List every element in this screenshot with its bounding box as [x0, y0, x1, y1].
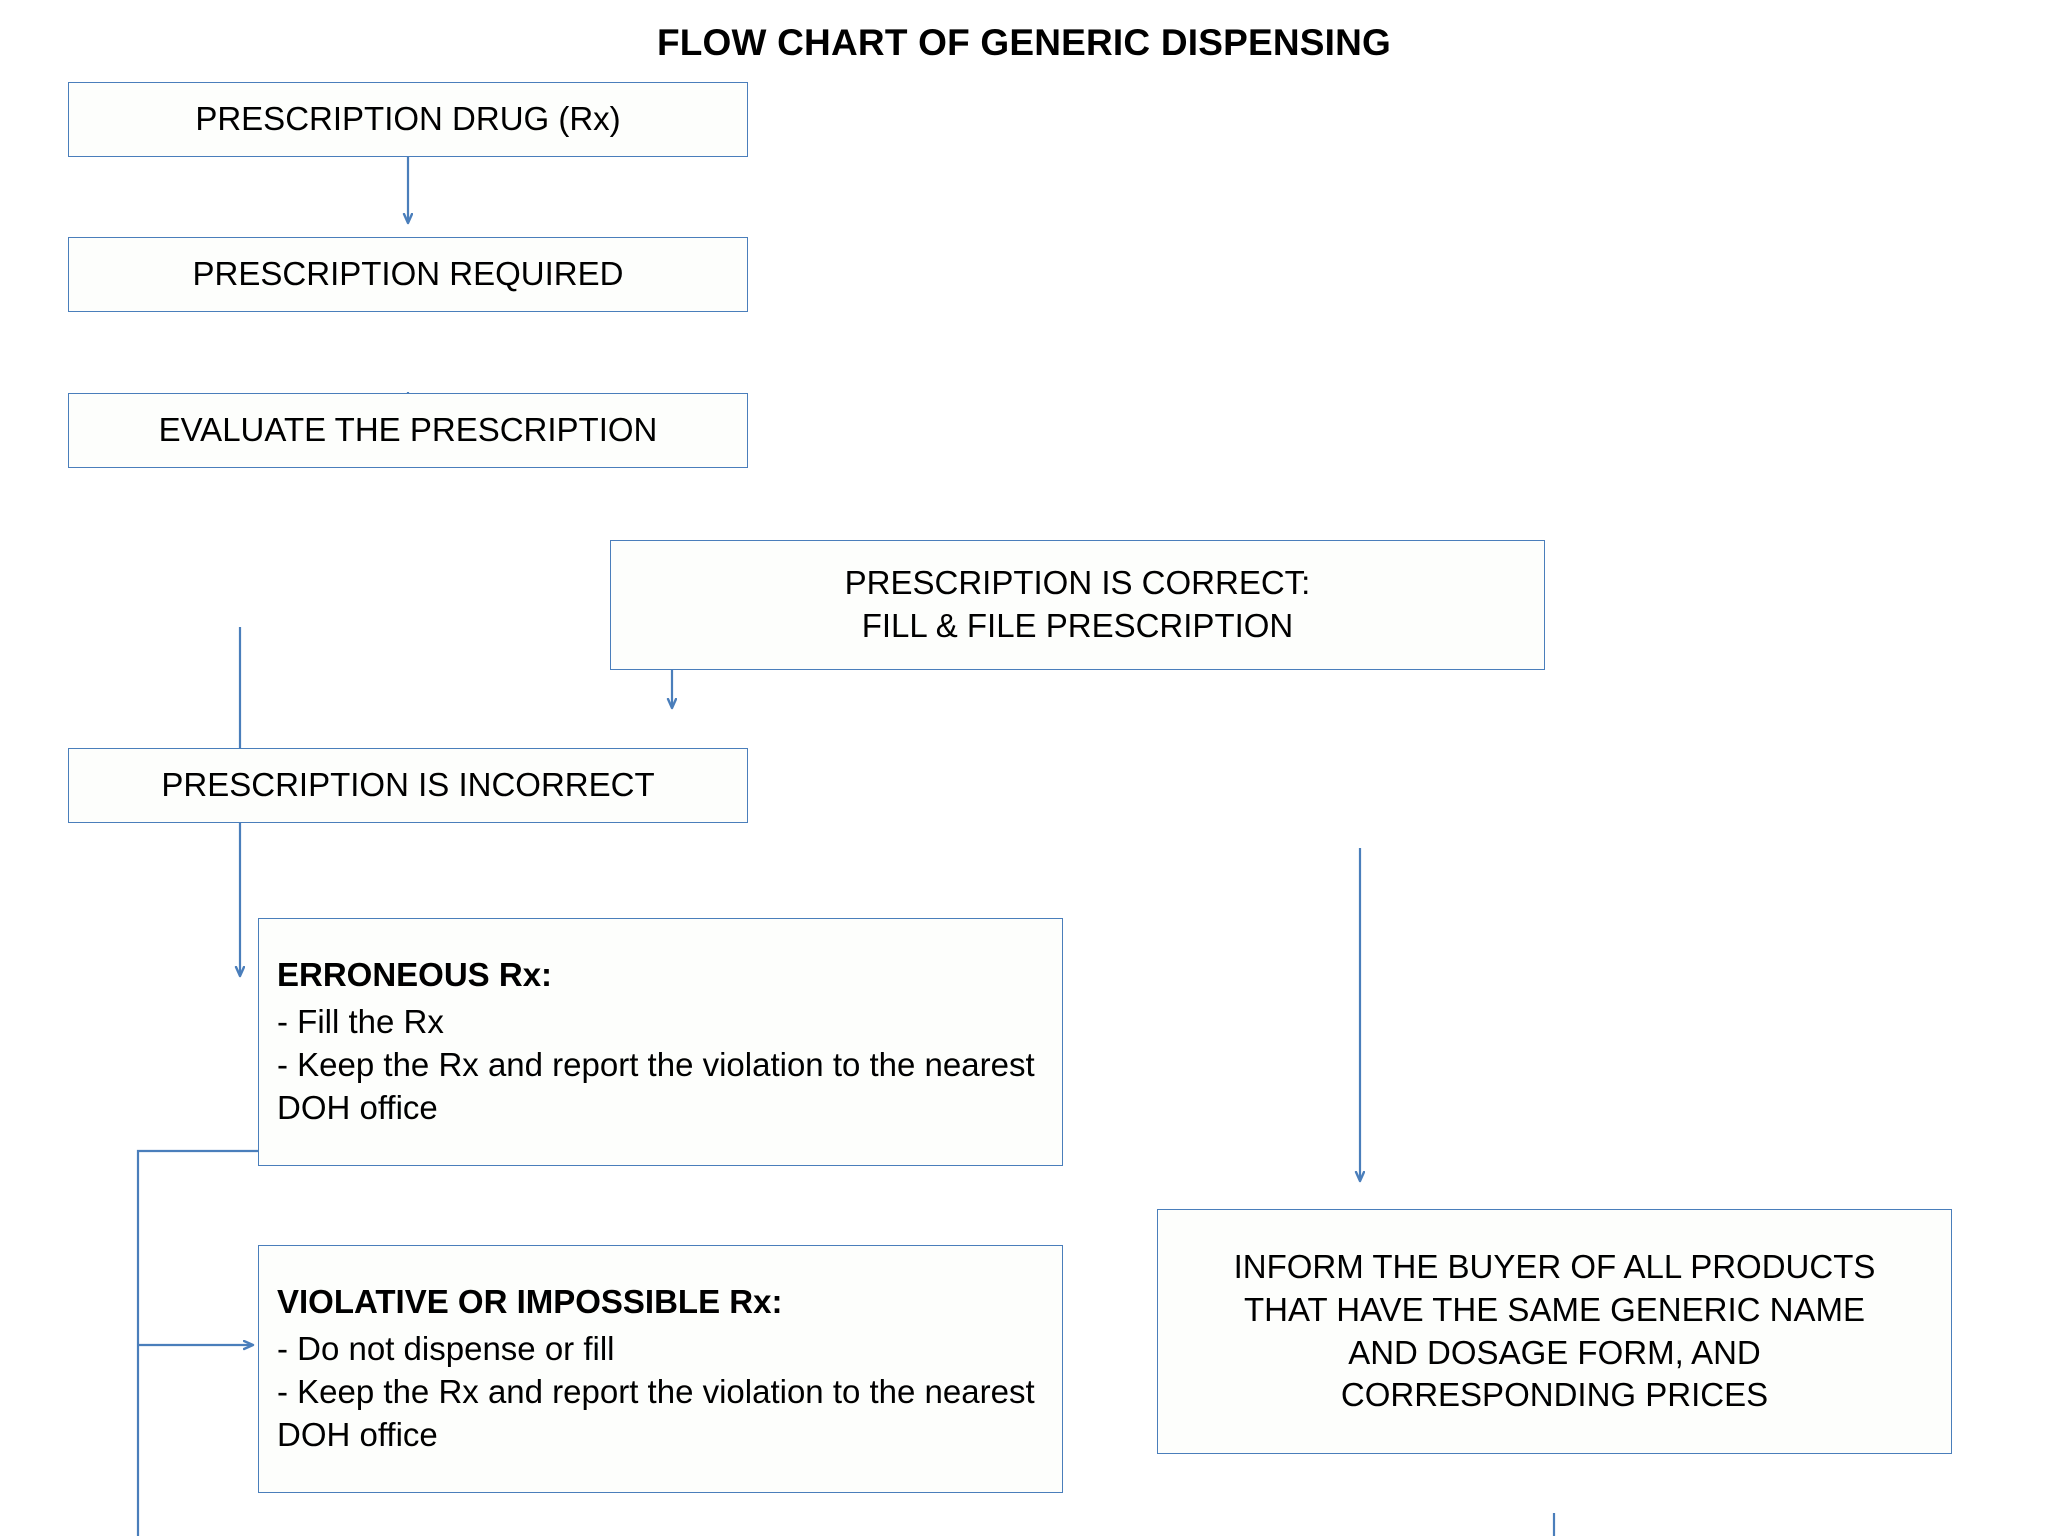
node-inform-buyer-line3: AND DOSAGE FORM, AND [1348, 1333, 1761, 1371]
node-erroneous-rx-text: ERRONEOUS Rx: - Fill the Rx - Keep the R… [259, 954, 1062, 1130]
node-prescription-drug[interactable]: PRESCRIPTION DRUG (Rx) [68, 82, 748, 157]
node-erroneous-rx-heading: ERRONEOUS Rx: [277, 956, 553, 994]
node-prescription-correct-line2: FILL & FILE PRESCRIPTION [861, 607, 1294, 644]
node-prescription-required-label: PRESCRIPTION REQUIRED [192, 255, 624, 293]
node-prescription-correct-text: PRESCRIPTION IS CORRECT: FILL & FILE PRE… [611, 562, 1544, 648]
node-prescription-required[interactable]: PRESCRIPTION REQUIRED [68, 237, 748, 312]
node-erroneous-rx[interactable]: ERRONEOUS Rx: - Fill the Rx - Keep the R… [258, 918, 1063, 1166]
node-evaluate-prescription[interactable]: EVALUATE THE PRESCRIPTION [68, 393, 748, 468]
node-erroneous-rx-bullet1: - Fill the Rx [277, 1003, 444, 1041]
node-erroneous-rx-bullet2: - Keep the Rx and report the violation t… [277, 1046, 1035, 1126]
node-inform-buyer[interactable]: INFORM THE BUYER OF ALL PRODUCTS THAT HA… [1157, 1209, 1952, 1454]
node-prescription-drug-label: PRESCRIPTION DRUG (Rx) [195, 100, 621, 138]
node-violative-rx-bullet1: - Do not dispense or fill [277, 1330, 615, 1368]
node-evaluate-prescription-label: EVALUATE THE PRESCRIPTION [158, 411, 658, 449]
node-prescription-correct-line1: PRESCRIPTION IS CORRECT: [844, 564, 1311, 602]
page-title: FLOW CHART OF GENERIC DISPENSING [656, 22, 1392, 63]
node-violative-rx[interactable]: VIOLATIVE OR IMPOSSIBLE Rx: - Do not dis… [258, 1245, 1063, 1493]
node-inform-buyer-line2: THAT HAVE THE SAME GENERIC NAME [1244, 1290, 1865, 1328]
node-violative-rx-bullet2: - Keep the Rx and report the violation t… [277, 1373, 1035, 1453]
node-prescription-incorrect-label: PRESCRIPTION IS INCORRECT [161, 766, 655, 804]
node-inform-buyer-line4: CORRESPONDING PRICES [1340, 1376, 1769, 1414]
node-violative-rx-text: VIOLATIVE OR IMPOSSIBLE Rx: - Do not dis… [259, 1281, 1062, 1457]
node-prescription-correct[interactable]: PRESCRIPTION IS CORRECT: FILL & FILE PRE… [610, 540, 1545, 670]
node-inform-buyer-line1: INFORM THE BUYER OF ALL PRODUCTS [1233, 1247, 1876, 1285]
node-prescription-incorrect[interactable]: PRESCRIPTION IS INCORRECT [68, 748, 748, 823]
node-inform-buyer-text: INFORM THE BUYER OF ALL PRODUCTS THAT HA… [1158, 1246, 1951, 1418]
node-violative-rx-heading: VIOLATIVE OR IMPOSSIBLE Rx: [277, 1283, 783, 1321]
